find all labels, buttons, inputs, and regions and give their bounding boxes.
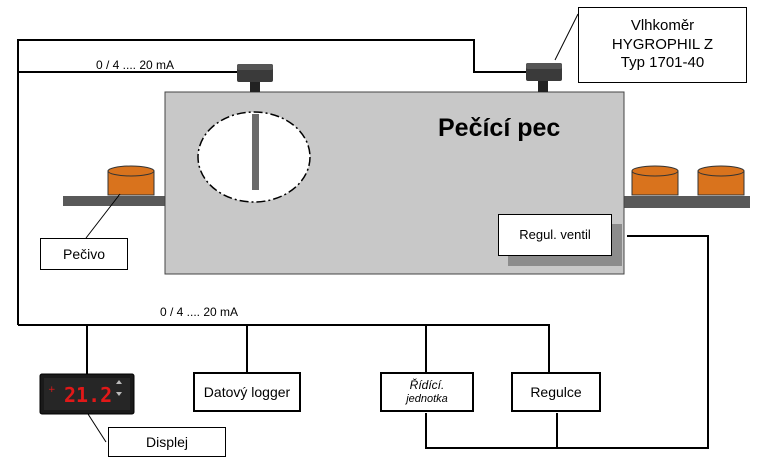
pastry-right-1 <box>631 165 679 196</box>
hygrometer-line2: HYGROPHIL Z <box>611 35 714 53</box>
pastry-right-2 <box>697 165 745 196</box>
wire-valve-loop <box>425 235 709 449</box>
signal-label-top: 0 / 4 .... 20 mA <box>96 58 175 72</box>
control-unit-box: Řídící. jednotka <box>380 372 474 412</box>
display-readout: 21.2 <box>64 383 112 407</box>
sensor-right <box>526 63 562 92</box>
wiring <box>17 13 709 449</box>
hygrometer-callout: Vlhkoměr HYGROPHIL Z Typ 1701-40 <box>578 7 747 83</box>
display-device: + 21.2 <box>39 373 135 415</box>
sensor-left <box>237 64 273 92</box>
hygrometer-line1: Vlhkoměr <box>630 16 695 34</box>
sensor-probe <box>252 114 259 190</box>
oven-title: Pečící pec <box>438 114 561 142</box>
display-pointer <box>87 413 107 443</box>
control-unit-line1: Řídící. <box>409 377 445 392</box>
pastry-callout: Pečivo <box>40 238 128 270</box>
wire-bus <box>18 324 550 375</box>
control-unit-line2: jednotka <box>406 392 448 405</box>
conveyor-right <box>622 196 750 208</box>
hygrometer-line3: Typ 1701-40 <box>620 54 705 72</box>
svg-text:+: + <box>48 385 56 395</box>
pastry-pointer <box>85 193 121 239</box>
regulation-box: Regulce <box>511 372 601 412</box>
hygrometer-pointer <box>554 13 579 61</box>
logger-box: Datový logger <box>193 372 301 412</box>
signal-label-bottom: 0 / 4 .... 20 mA <box>160 305 239 319</box>
wire-right-sensor <box>17 39 528 325</box>
display-callout: Displej <box>108 427 226 457</box>
pastry-left <box>107 165 155 196</box>
valve-box: Regul. ventil <box>498 214 612 256</box>
